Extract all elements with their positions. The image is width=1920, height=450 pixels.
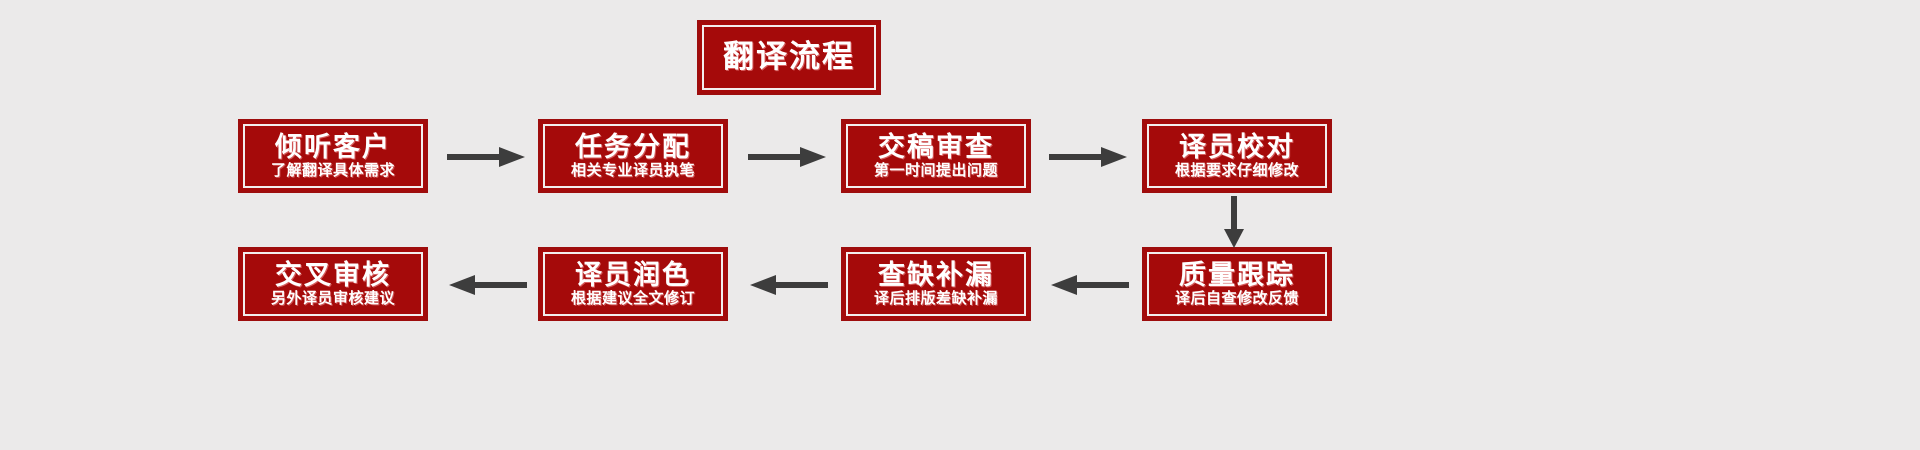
node-quality-tracking[interactable]: 质量跟踪 译后自查修改反馈	[1142, 247, 1332, 321]
arrow-left-icon	[1049, 273, 1129, 297]
node-task-assignment-inner: 任务分配 相关专业译员执笔	[543, 124, 723, 188]
node-translator-polishing[interactable]: 译员润色 根据建议全文修订	[538, 247, 728, 321]
node-submission-review[interactable]: 交稿审查 第一时间提出问题	[841, 119, 1031, 193]
node-listen-client-inner: 倾听客户 了解翻译具体需求	[243, 124, 423, 188]
flowchart-title-text: 翻译流程	[723, 39, 855, 75]
arrow-right-icon	[447, 145, 527, 169]
node-gap-filling[interactable]: 查缺补漏 译后排版差缺补漏	[841, 247, 1031, 321]
node-task-assignment-subtitle: 相关专业译员执笔	[570, 162, 695, 180]
flowchart-title-inner: 翻译流程	[702, 25, 876, 90]
node-translator-proofreading-inner: 译员校对 根据要求仔细修改	[1147, 124, 1327, 188]
arrow-right-icon	[1049, 145, 1129, 169]
node-gap-filling-subtitle: 译后排版差缺补漏	[873, 290, 998, 308]
flowchart-title-box: 翻译流程	[697, 20, 881, 95]
node-submission-review-inner: 交稿审查 第一时间提出问题	[846, 124, 1026, 188]
node-translator-proofreading-subtitle: 根据要求仔细修改	[1174, 162, 1299, 180]
node-quality-tracking-subtitle: 译后自查修改反馈	[1174, 290, 1299, 308]
node-submission-review-subtitle: 第一时间提出问题	[873, 162, 998, 180]
node-listen-client-title: 倾听客户	[275, 131, 391, 162]
arrow-left-icon	[447, 273, 527, 297]
arrow-right-icon	[748, 145, 828, 169]
node-gap-filling-inner: 查缺补漏 译后排版差缺补漏	[846, 252, 1026, 316]
node-translator-proofreading[interactable]: 译员校对 根据要求仔细修改	[1142, 119, 1332, 193]
node-cross-review[interactable]: 交叉审核 另外译员审核建议	[238, 247, 428, 321]
node-task-assignment[interactable]: 任务分配 相关专业译员执笔	[538, 119, 728, 193]
node-cross-review-inner: 交叉审核 另外译员审核建议	[243, 252, 423, 316]
node-cross-review-subtitle: 另外译员审核建议	[270, 290, 395, 308]
node-translator-polishing-title: 译员润色	[575, 259, 691, 290]
node-translator-proofreading-title: 译员校对	[1179, 131, 1295, 162]
arrow-down-icon	[1222, 196, 1246, 250]
node-quality-tracking-title: 质量跟踪	[1179, 259, 1295, 290]
node-listen-client[interactable]: 倾听客户 了解翻译具体需求	[238, 119, 428, 193]
node-translator-polishing-inner: 译员润色 根据建议全文修订	[543, 252, 723, 316]
arrow-left-icon	[748, 273, 828, 297]
node-submission-review-title: 交稿审查	[878, 131, 994, 162]
node-quality-tracking-inner: 质量跟踪 译后自查修改反馈	[1147, 252, 1327, 316]
node-gap-filling-title: 查缺补漏	[878, 259, 994, 290]
node-translator-polishing-subtitle: 根据建议全文修订	[570, 290, 695, 308]
node-listen-client-subtitle: 了解翻译具体需求	[270, 162, 395, 180]
node-cross-review-title: 交叉审核	[275, 259, 391, 290]
node-task-assignment-title: 任务分配	[575, 131, 691, 162]
